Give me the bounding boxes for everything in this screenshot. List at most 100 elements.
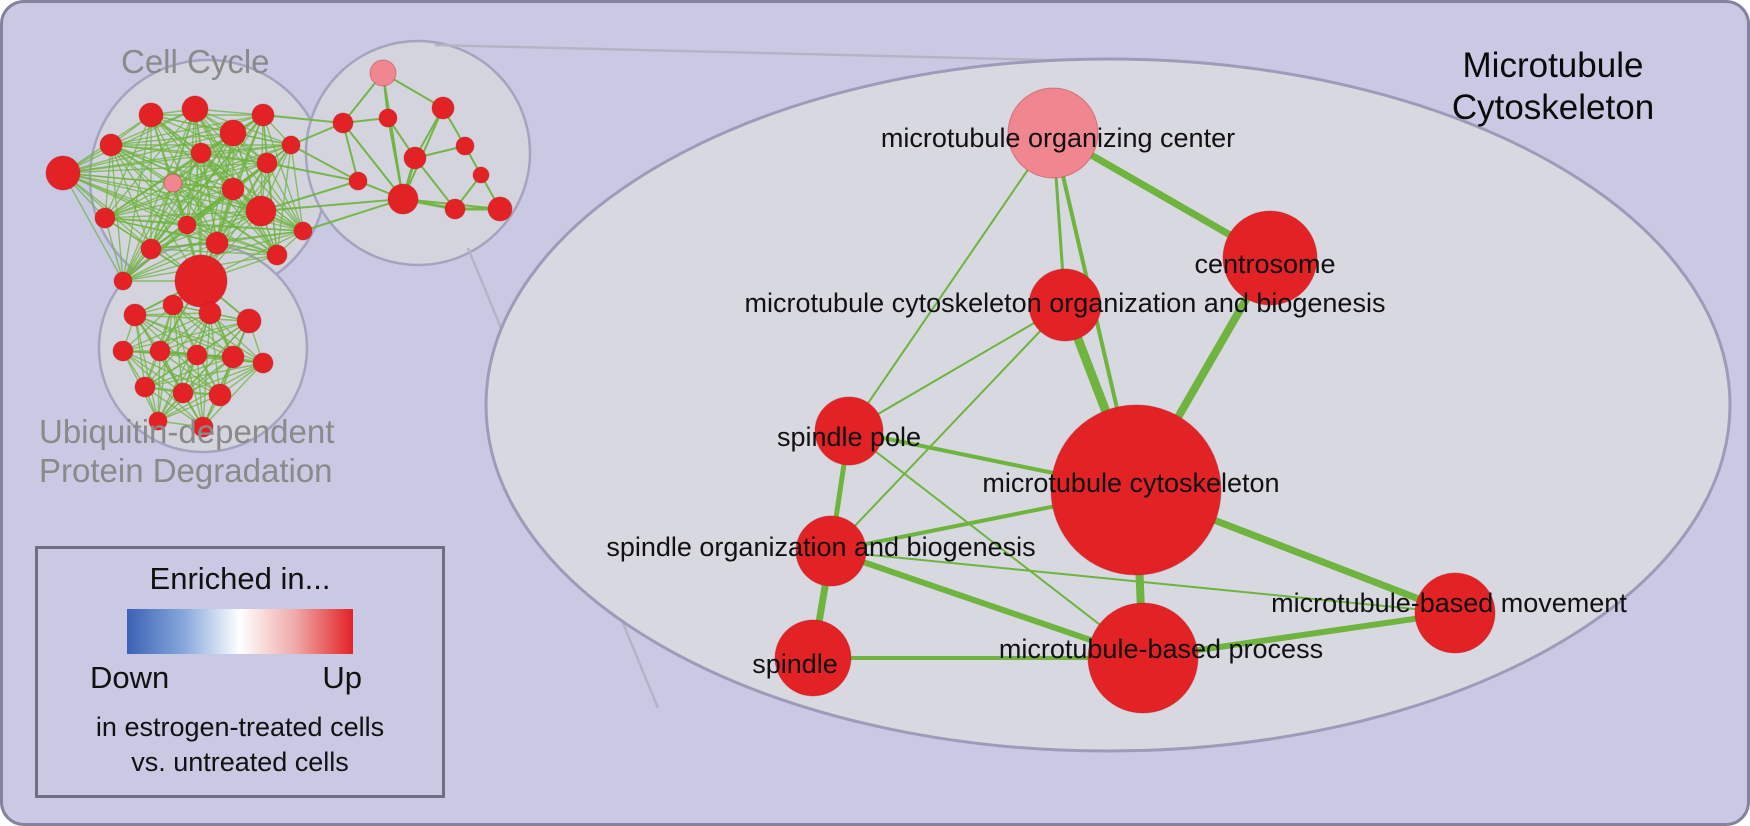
bridge-edge bbox=[302, 198, 404, 232]
edge bbox=[122, 182, 174, 282]
overview-node bbox=[431, 96, 455, 120]
magnified-edge bbox=[848, 430, 1144, 659]
overview-node bbox=[369, 59, 397, 87]
edge bbox=[342, 122, 404, 200]
edge bbox=[172, 304, 264, 364]
edge bbox=[110, 144, 202, 282]
overview-node bbox=[113, 271, 133, 291]
overview-node bbox=[177, 215, 197, 235]
edge bbox=[62, 144, 292, 174]
overview-node bbox=[252, 352, 274, 374]
overview-node bbox=[487, 196, 513, 222]
overview-node bbox=[172, 382, 194, 404]
edge bbox=[186, 224, 304, 232]
legend-gradient-bar bbox=[127, 609, 353, 654]
bridge-edge bbox=[266, 162, 359, 182]
magnified-node-label: centrosome bbox=[1194, 249, 1335, 279]
edge bbox=[122, 230, 304, 282]
magnified-edge bbox=[848, 132, 1054, 432]
magnified-edge bbox=[830, 550, 1456, 614]
overview-node bbox=[163, 173, 183, 193]
edge bbox=[104, 114, 152, 219]
edge bbox=[202, 312, 211, 428]
overview-node bbox=[293, 221, 313, 241]
overview-node bbox=[251, 103, 275, 127]
bridge-edge bbox=[290, 144, 359, 182]
edge bbox=[122, 108, 196, 282]
overview-node bbox=[198, 301, 222, 325]
overview-node bbox=[472, 166, 490, 184]
edge bbox=[104, 144, 112, 219]
edge bbox=[122, 132, 234, 282]
overview-node bbox=[387, 183, 419, 215]
edge bbox=[232, 132, 304, 232]
magnified-node bbox=[774, 619, 852, 697]
bridge-edge bbox=[260, 180, 359, 212]
magnifier-callout-line bbox=[434, 43, 1089, 63]
legend-title: Enriched in... bbox=[149, 561, 331, 596]
magnified-node bbox=[1007, 87, 1099, 179]
edge bbox=[122, 152, 202, 282]
edge bbox=[172, 182, 262, 212]
edge bbox=[144, 362, 264, 388]
edge bbox=[104, 188, 234, 219]
edge bbox=[62, 172, 124, 282]
magnified-node-label: spindle bbox=[752, 649, 838, 679]
overview-node bbox=[221, 177, 245, 201]
overview-node bbox=[266, 244, 288, 266]
magnified-node-label: spindle pole bbox=[777, 422, 921, 452]
edge bbox=[150, 210, 262, 250]
magnified-node bbox=[1028, 268, 1102, 342]
edge bbox=[134, 314, 198, 356]
overview-node bbox=[208, 383, 232, 407]
edge bbox=[157, 350, 161, 422]
edge bbox=[186, 114, 264, 226]
overview-node bbox=[112, 340, 134, 362]
edge bbox=[194, 108, 304, 232]
overview-node bbox=[192, 416, 214, 438]
edge bbox=[172, 162, 268, 184]
magnified-node-label: spindle organization and biogenesis bbox=[606, 532, 1035, 562]
overview-node bbox=[205, 231, 229, 255]
overview-node bbox=[378, 108, 398, 128]
edge bbox=[209, 312, 221, 396]
magnified-node bbox=[814, 396, 884, 466]
overview-node bbox=[149, 340, 171, 362]
overview-node bbox=[455, 136, 475, 156]
edge bbox=[186, 108, 196, 226]
edge bbox=[122, 312, 211, 352]
magnified-node bbox=[795, 515, 867, 587]
overview-node bbox=[186, 344, 208, 366]
edge bbox=[144, 356, 234, 388]
overview-node bbox=[134, 376, 156, 398]
magnified-node bbox=[1050, 404, 1222, 576]
overview-node bbox=[99, 133, 123, 157]
overview-node bbox=[332, 112, 354, 134]
magnified-edge bbox=[848, 304, 1066, 432]
edge bbox=[172, 304, 204, 428]
edge bbox=[200, 152, 304, 232]
overview-node bbox=[256, 152, 278, 174]
legend-caption-line2: vs. untreated cells bbox=[131, 747, 349, 778]
overview-node bbox=[444, 198, 466, 220]
legend-box: Enriched in... Down Up in estrogen-treat… bbox=[35, 546, 445, 798]
overview-node bbox=[348, 171, 368, 191]
bridge-edge bbox=[262, 114, 344, 124]
edge bbox=[144, 386, 204, 428]
overview-node bbox=[123, 303, 147, 327]
edge bbox=[200, 144, 292, 154]
legend-up-label: Up bbox=[322, 660, 362, 695]
edge bbox=[200, 144, 292, 282]
magnified-node-label: microtubule-based movement bbox=[1271, 588, 1627, 618]
edge bbox=[122, 304, 174, 352]
magnified-node-label: microtubule-based process bbox=[999, 634, 1323, 664]
edge bbox=[104, 217, 124, 282]
overview-node bbox=[45, 155, 81, 191]
edge bbox=[172, 144, 292, 184]
overview-node bbox=[403, 146, 427, 170]
edge bbox=[122, 350, 184, 394]
overview-node bbox=[219, 119, 247, 147]
edge bbox=[182, 362, 264, 394]
overview-node bbox=[181, 95, 209, 123]
